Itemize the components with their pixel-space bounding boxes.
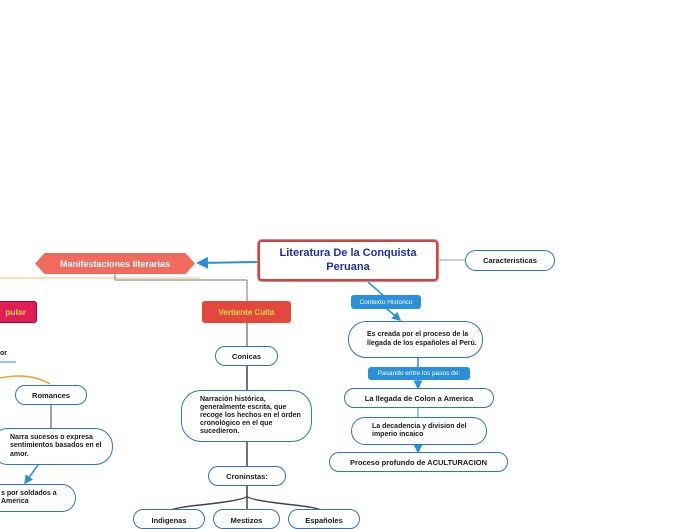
cronistas-node[interactable]: Croninstas:: [208, 466, 286, 486]
vertiente-culta-node[interactable]: Vertiente Culta: [202, 301, 291, 323]
contexto-historico-label[interactable]: Contexto Historico: [351, 295, 421, 309]
cronistas-indigenas-node[interactable]: Indigenas: [133, 509, 205, 529]
cronistas-mestizos-node[interactable]: Mestizos: [213, 509, 280, 529]
central-topic[interactable]: Literatura De la Conquista Peruana: [258, 240, 438, 281]
romances-detail-node[interactable]: Narra sucesos o expresa sentimientos bas…: [0, 428, 113, 465]
paso-aculturacion[interactable]: Proceso profundo de ACULTURACION: [329, 452, 508, 472]
paso-llegada-colon[interactable]: La llegada de Colon a America: [344, 388, 494, 408]
or-fragment-text[interactable]: or: [0, 349, 7, 357]
conicas-node[interactable]: Conicas: [215, 346, 278, 366]
caracteristicas-node[interactable]: Caracteristicas: [465, 250, 555, 271]
romances-node[interactable]: Romances: [15, 385, 87, 405]
cronistas-espanoles-node[interactable]: Españoles: [288, 509, 360, 529]
pasando-label[interactable]: Pasando entre los pasos de:: [368, 367, 470, 380]
vertiente-popular-node[interactable]: pular: [0, 301, 37, 323]
manifestaciones-literarias-node[interactable]: Manifestaciones literarias: [35, 253, 195, 274]
conicas-detail-node[interactable]: Narración histórica, generalmente escrit…: [181, 390, 312, 442]
soldados-fragment-node[interactable]: s por soldados a America: [0, 484, 76, 512]
contexto-detail-node[interactable]: Es creada por el proceso de la llegada d…: [348, 321, 483, 358]
paso-decadencia-imperio[interactable]: La decadencia y division del imperio inc…: [351, 417, 487, 445]
